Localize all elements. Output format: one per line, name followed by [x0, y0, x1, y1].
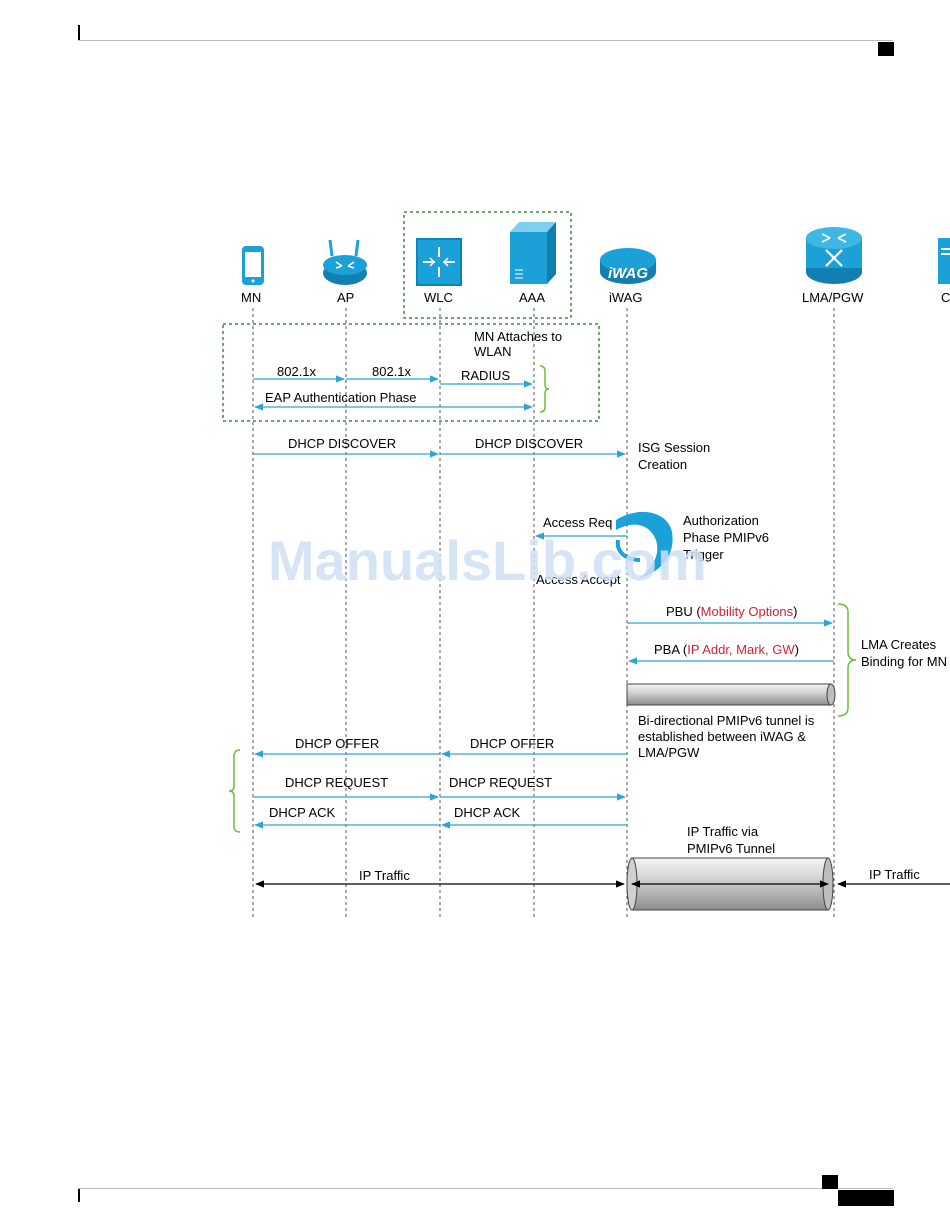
watermark: ManualsLib.com — [268, 529, 707, 592]
label-8021x-2: 802.1x — [372, 364, 412, 379]
node-label-cn: C — [941, 290, 950, 305]
label-dhcp-request-1: DHCP REQUEST — [285, 775, 389, 790]
header-marker — [878, 42, 894, 56]
node-label-lma: LMA/PGW — [802, 290, 864, 305]
label-ip-traffic-right: IP Traffic — [869, 867, 920, 882]
attach-phase-box — [222, 323, 600, 422]
node-label-wlc: WLC — [424, 290, 453, 305]
label-ip-traffic-left: IP Traffic — [359, 868, 410, 883]
label-dhcp-discover-2: DHCP DISCOVER — [475, 436, 584, 451]
label-pbu-options: Mobility Options — [700, 604, 794, 619]
ip-traffic-tunnel-note: IP Traffic via PMIPv6 Tunnel — [687, 824, 776, 856]
label-dhcp-request-2: DHCP REQUEST — [449, 775, 553, 790]
label-radius: RADIUS — [461, 368, 511, 383]
node-label-iwag: iWAG — [609, 290, 643, 305]
pmipv6-tunnel-small — [626, 683, 836, 706]
label-pba-prefix: PBA ( — [654, 642, 688, 657]
header-tick — [78, 25, 80, 40]
label-pbu-suffix: ) — [793, 604, 798, 619]
wlc-aaa-group-box — [403, 211, 572, 319]
server-icon — [938, 238, 950, 284]
label-dhcp-offer-1: DHCP OFFER — [295, 736, 380, 751]
label-pbu: PBU (Mobility Options) — [666, 604, 798, 619]
node-label-ap: AP — [337, 290, 355, 305]
mobile-phone-icon — [242, 246, 264, 285]
dhcp-bracket — [228, 749, 241, 833]
footer-marker — [822, 1175, 838, 1189]
radius-bracket — [539, 365, 550, 413]
server-icon — [510, 222, 556, 284]
authorization-note: Authorization Phase PMIPv6 Trigger — [683, 513, 769, 562]
lma-binding-note: LMA Creates Binding for MN — [861, 637, 947, 669]
mn-attaches-note: MN Attaches to WLAN — [474, 329, 563, 359]
label-pba-options: IP Addr, Mark, GW — [687, 642, 795, 657]
label-8021x-1: 802.1x — [277, 364, 317, 379]
label-access-req: Access Req — [543, 515, 613, 530]
label-dhcp-ack-1: DHCP ACK — [269, 805, 336, 820]
label-dhcp-offer-2: DHCP OFFER — [470, 736, 555, 751]
lma-binding-bracket — [837, 603, 857, 717]
label-pbu-prefix: PBU ( — [666, 604, 701, 619]
header-rule — [78, 40, 893, 41]
iwag-router-icon: iWAG — [600, 248, 656, 284]
wireless-controller-icon — [416, 238, 462, 286]
node-label-mn: MN — [241, 290, 262, 305]
footer-rule — [78, 1188, 893, 1189]
isg-session-note: ISG Session Creation — [638, 440, 711, 472]
tunnel-established-note: Bi-directional PMIPv6 tunnel is establis… — [638, 713, 815, 760]
router-icon — [806, 227, 862, 284]
label-dhcp-ack-2: DHCP ACK — [454, 805, 521, 820]
node-label-aaa: AAA — [519, 290, 546, 305]
footer-page-tab — [838, 1190, 894, 1206]
label-access-accept: Access Accept — [536, 572, 621, 587]
iwag-badge: iWAG — [608, 265, 648, 282]
label-pba: PBA (IP Addr, Mark, GW) — [654, 642, 799, 657]
label-dhcp-discover-1: DHCP DISCOVER — [288, 436, 397, 451]
authorization-swirl-icon — [615, 511, 673, 578]
access-point-icon — [323, 239, 367, 285]
label-pba-suffix: ) — [794, 642, 799, 657]
footer-tick — [78, 1188, 80, 1202]
label-eap: EAP Authentication Phase — [265, 390, 417, 405]
